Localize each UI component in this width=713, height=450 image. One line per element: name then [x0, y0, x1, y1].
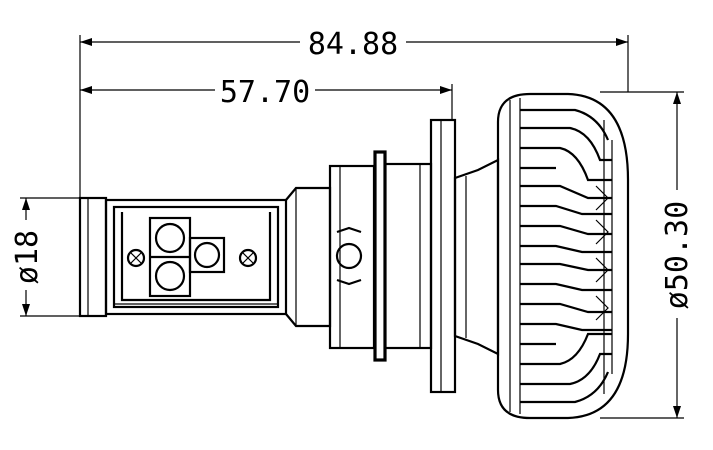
- shaft-diameter-dimension: ø18: [10, 197, 80, 317]
- mounting-flange: [429, 118, 457, 394]
- shaft-tip: [78, 196, 108, 318]
- led-chip: [148, 216, 226, 298]
- base-length-dimension: 57.70: [80, 75, 453, 120]
- o-ring: [373, 150, 387, 362]
- socket-key: [335, 242, 363, 270]
- heatsink-head: [496, 92, 630, 420]
- led-chip-housing: [104, 198, 288, 316]
- heatsink-collar: [453, 158, 500, 356]
- head-diameter-label: ø50.30: [660, 201, 695, 309]
- screw-right: [238, 248, 258, 268]
- overall-length-label: 84.88: [308, 27, 398, 62]
- socket-body: [383, 162, 433, 350]
- heatsink-fins: [520, 108, 613, 404]
- bulb-neck: [285, 186, 332, 328]
- overall-length-dimension: 84.88: [79, 27, 629, 198]
- bulb-body: [78, 92, 630, 420]
- shaft-diameter-label: ø18: [10, 230, 45, 284]
- head-diameter-dimension: ø50.30: [600, 91, 695, 419]
- screw-left: [126, 248, 146, 268]
- base-length-label: 57.70: [220, 75, 310, 110]
- bulb-socket: [328, 164, 376, 350]
